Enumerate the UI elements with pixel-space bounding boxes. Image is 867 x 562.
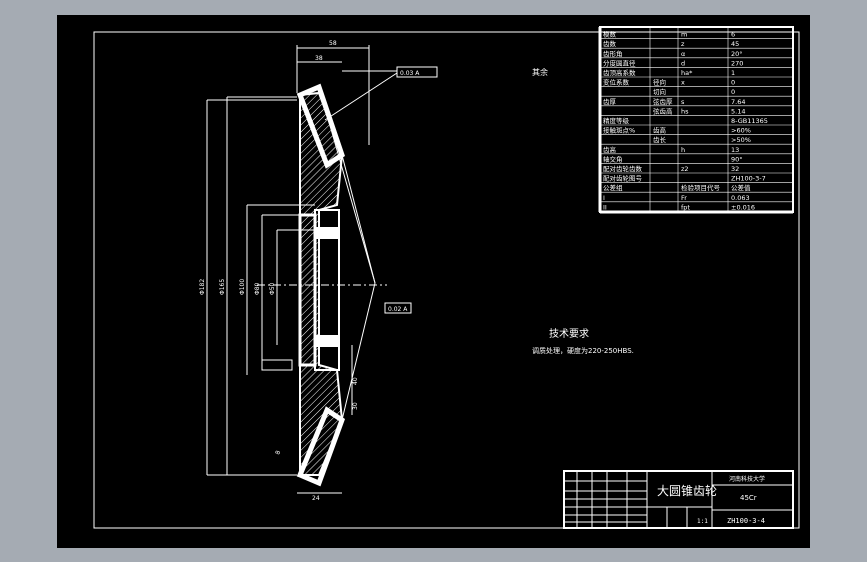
dim-side-1: 40 [352, 377, 359, 385]
params-cell-name: 分度圆直径 [603, 58, 636, 67]
params-cell-name: 精度等级 [603, 116, 630, 125]
svg-text:0.03 A: 0.03 A [400, 70, 420, 77]
tech-req-text: 调质处理，硬度为220-250HBS. [532, 346, 634, 355]
dimension-lines [206, 45, 398, 494]
drawing-title: 大圆锥齿轮 [657, 484, 717, 498]
material: 45Cr [740, 494, 757, 502]
scale: 1:1 [697, 518, 708, 525]
params-cell-sym: Fr [681, 194, 687, 202]
drawing-canvas: 58 38 Φ182 Φ165 Φ100 Φ80 Φ50 40 30 24 8 … [93, 26, 800, 529]
gear-section [257, 83, 387, 487]
params-cell-val: 20° [731, 50, 743, 58]
params-cell-val: 5.14 [731, 107, 745, 115]
params-cell-sym: z2 [681, 165, 689, 173]
params-cell-val: 7.64 [731, 98, 745, 106]
cad-viewport[interactable]: 58 38 Φ182 Φ165 Φ100 Φ80 Φ50 40 30 24 8 … [57, 15, 810, 548]
dim-side-2: 30 [352, 402, 359, 410]
params-cell-sym: d [681, 59, 685, 67]
dim-bottom-1: 24 [312, 495, 320, 502]
params-cell-name: 齿数 [603, 39, 617, 48]
dim-dia-3: Φ100 [239, 279, 246, 295]
params-cell-sub: 弦齿厚 [653, 97, 673, 106]
params-table: 模数 m 6 齿数 z 45 齿形角 α 20° 分度圆直径 d 270 齿顶高系数 ha* 1 变位系数 径向… [598, 26, 794, 214]
params-cell-val: 45 [731, 40, 739, 48]
params-cell-val: 公差值 [731, 183, 751, 192]
params-cell-val: 8-GB11365 [731, 117, 768, 125]
params-cell-val: ±0.016 [731, 203, 755, 211]
params-cell-val: 0 [731, 79, 735, 87]
params-cell-name: 齿形角 [603, 49, 623, 58]
params-cell-val: 13 [731, 146, 739, 154]
params-cell-sym: m [681, 31, 687, 39]
params-cell-name: 模数 [603, 30, 617, 39]
params-cell-sym: 检验项目代号 [681, 183, 721, 192]
params-cell-val: 270 [731, 59, 743, 67]
params-cell-val: 1 [731, 69, 735, 77]
params-cell-name: 变位系数 [603, 78, 630, 87]
params-cell-name: 配对齿轮齿数 [603, 164, 643, 173]
params-cell-name: II [603, 203, 607, 211]
params-cell-name: 齿厚 [603, 98, 617, 106]
dim-top-1: 58 [329, 40, 337, 47]
params-cell-name: 接触斑点% [603, 126, 635, 135]
params-cell-sym: hs [681, 107, 689, 115]
params-cell-val: 0.063 [731, 194, 750, 202]
params-cell-sym: z [681, 40, 685, 48]
params-cell-val: 0 [731, 88, 735, 96]
params-cell-name: 配对齿轮图号 [603, 174, 643, 183]
params-cell-sym: h [681, 146, 685, 154]
params-cell-name: 公差组 [603, 183, 623, 192]
params-cell-sub: 切向 [653, 87, 666, 96]
dim-dia-4: Φ80 [254, 282, 261, 295]
tolerance-frame-2: 0.02 A [384, 302, 412, 314]
dimension-texts: 58 38 Φ182 Φ165 Φ100 Φ80 Φ50 40 30 24 8 [199, 40, 359, 502]
params-cell-sym: α [681, 50, 685, 58]
drawing-frame [93, 31, 800, 529]
params-cell-sub: 齿高 [653, 126, 667, 135]
params-cell-sym: x [681, 79, 685, 87]
surface-finish-note: 其余 [532, 67, 548, 77]
title-block: 大圆锥齿轮 河南科技大学 45Cr ZH100-3-4 1:1 [563, 470, 794, 529]
drawing-number: ZH100-3-4 [727, 517, 765, 525]
params-cell-name: I [603, 194, 605, 202]
tech-req-title: 技术要求 [549, 327, 589, 340]
params-cell-sym: fpt [681, 203, 690, 211]
params-cell-name: 齿高 [603, 145, 617, 154]
dim-dia-5: Φ50 [269, 282, 276, 295]
params-cell-val: ZH100-3-7 [731, 175, 766, 183]
params-cell-val: >60% [731, 127, 751, 135]
dim-dia-2: Φ165 [219, 279, 226, 295]
params-cell-sub: 弦齿高 [653, 106, 673, 115]
params-cell-name: 齿顶高系数 [603, 68, 636, 77]
tolerance-frame-1: 0.03 A [396, 66, 438, 78]
params-cell-sym: s [681, 98, 685, 106]
params-cell-val: >50% [731, 136, 751, 144]
params-cell-sym: ha* [681, 69, 693, 77]
dim-outer-dia: Φ182 [199, 279, 206, 295]
params-cell-val: 6 [731, 31, 735, 39]
params-cell-sub: 齿长 [653, 135, 667, 144]
university-name: 河南科技大学 [729, 475, 765, 483]
tolerance-frame-3 [261, 359, 293, 371]
dim-top-2: 38 [315, 55, 323, 62]
params-cell-val: 90° [731, 155, 743, 163]
params-cell-name: 轴交角 [603, 154, 623, 163]
svg-text:0.02 A: 0.02 A [388, 306, 408, 313]
params-cell-val: 32 [731, 165, 739, 173]
params-cell-sub: 径向 [653, 78, 666, 87]
dim-bottom-2: 8 [274, 450, 282, 456]
